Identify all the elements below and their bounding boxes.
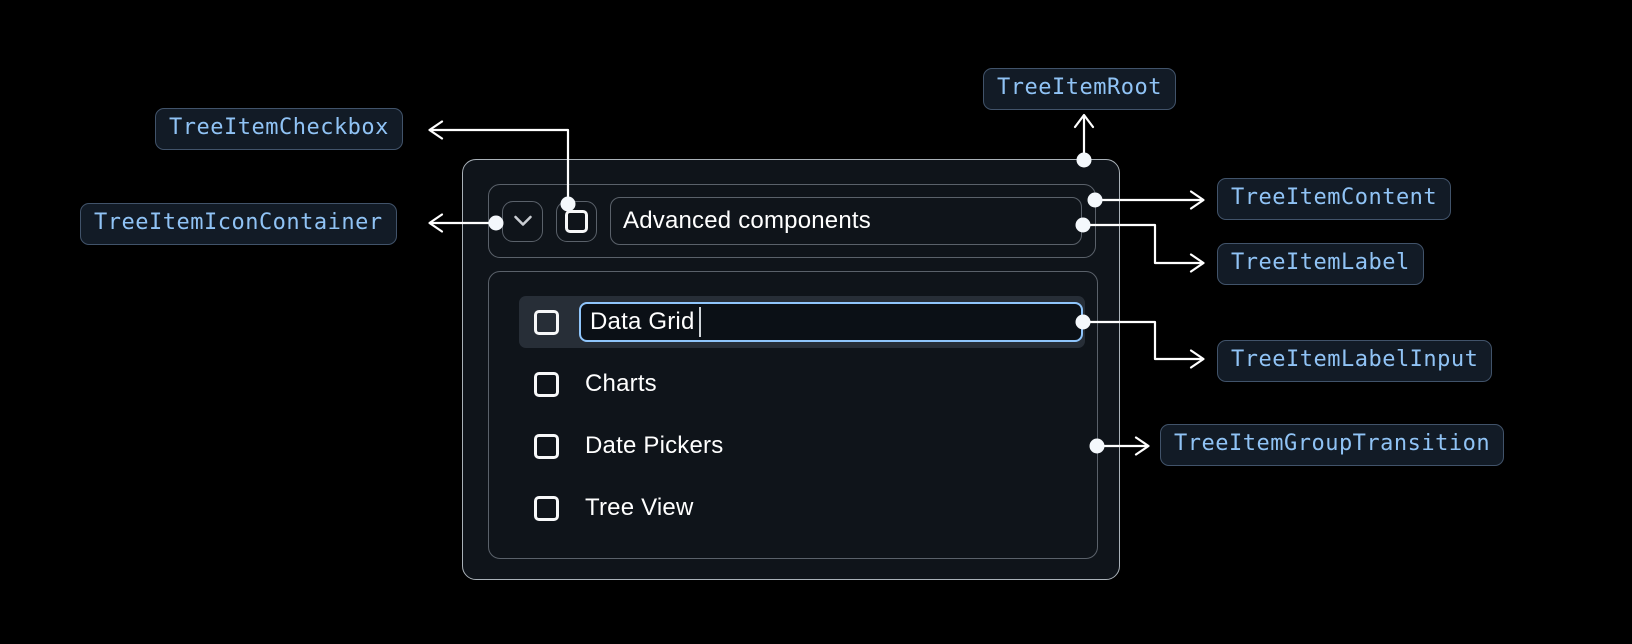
arrowhead-left-icon (428, 213, 444, 233)
label-input-value: Data Grid (590, 308, 695, 335)
annotation-chip-tree-item-content: TreeItemContent (1217, 178, 1452, 220)
checkbox-unchecked-icon[interactable] (534, 371, 559, 397)
tree-row[interactable]: Date Pickers (519, 420, 1085, 472)
arrowhead-left-icon (428, 120, 444, 140)
annotation-chip-tree-item-label-input: TreeItemLabelInput (1217, 340, 1493, 382)
annotation-chip-tree-item-group-transition: TreeItemGroupTransition (1160, 424, 1505, 466)
annotation-chip-tree-item-root: TreeItemRoot (983, 68, 1176, 110)
text-caret (698, 307, 701, 337)
tree-item-icon-container[interactable] (502, 200, 543, 242)
tree-item-content-row: Advanced components (488, 184, 1096, 258)
arrowhead-right-icon (1189, 253, 1205, 273)
checkbox-unchecked-icon[interactable] (534, 433, 559, 459)
tree-item-label-field[interactable]: Advanced components (610, 197, 1082, 245)
tree-row-label: Tree View (585, 494, 694, 521)
annotation-chip-tree-item-label: TreeItemLabel (1217, 243, 1424, 285)
checkbox-unchecked-icon[interactable] (534, 309, 559, 335)
tree-item-label-input[interactable]: Data Grid (579, 302, 1083, 342)
arrowhead-right-icon (1134, 436, 1150, 456)
tree-row[interactable]: Charts (519, 358, 1085, 410)
arrowhead-right-icon (1189, 190, 1205, 210)
arrowhead-right-icon (1189, 349, 1205, 369)
tree-row-editing[interactable]: Data Grid (519, 296, 1085, 348)
tree-item-root-panel: Advanced components Data Grid Charts Dat… (462, 159, 1120, 580)
tree-item-group-transition-panel: Data Grid Charts Date Pickers Tree View (488, 271, 1098, 559)
tree-row-label: Charts (585, 370, 657, 397)
parent-item-label: Advanced components (623, 207, 871, 234)
checkbox-unchecked-icon[interactable] (534, 495, 559, 521)
annotation-chip-tree-item-checkbox: TreeItemCheckbox (155, 108, 403, 150)
checkbox-unchecked-icon[interactable] (565, 209, 588, 233)
annotation-chip-tree-item-icon-container: TreeItemIconContainer (80, 203, 397, 245)
tree-row[interactable]: Tree View (519, 482, 1085, 534)
tree-row-label: Date Pickers (585, 432, 724, 459)
tree-item-checkbox-container (556, 200, 597, 242)
chevron-down-icon (513, 215, 532, 226)
arrowhead-up-icon (1073, 113, 1095, 129)
